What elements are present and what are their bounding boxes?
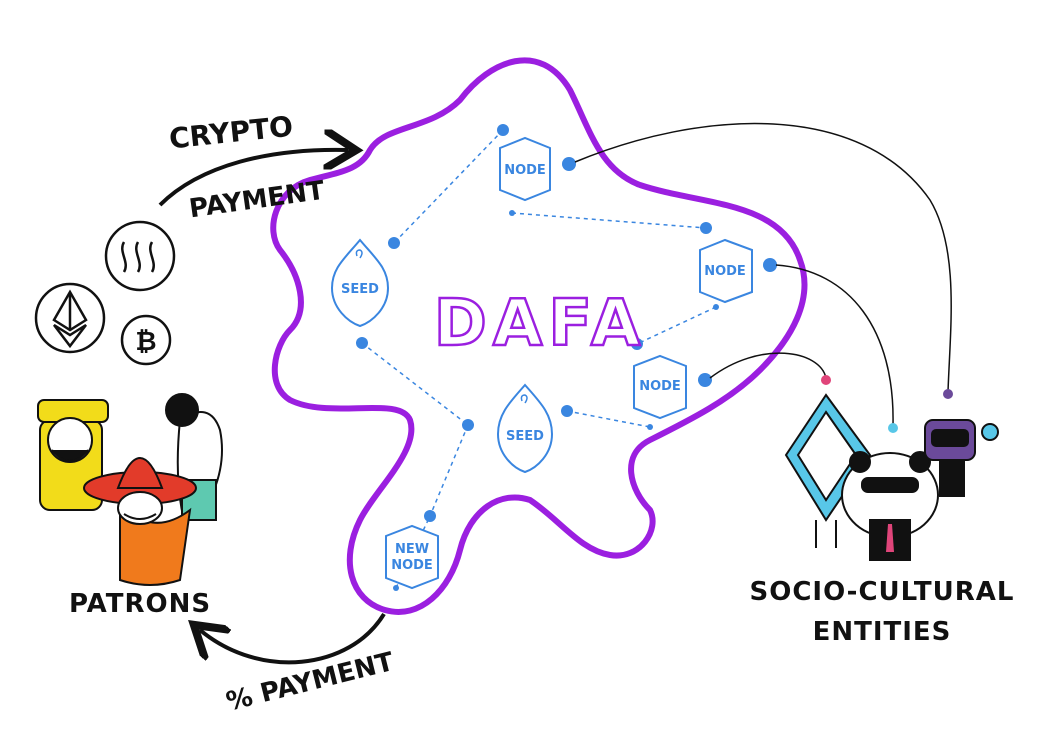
svg-text:₿: ₿ <box>135 327 156 357</box>
ethereum-icon <box>34 282 106 354</box>
node-3[interactable] <box>631 338 712 430</box>
node-3-label: NODE <box>639 379 681 394</box>
dafa-blob <box>270 57 808 615</box>
patrons-label: PATRONS <box>69 589 211 619</box>
seed-1[interactable] <box>330 237 400 349</box>
new-node[interactable] <box>385 510 439 591</box>
seed-2[interactable] <box>462 383 573 474</box>
entities-label-line1: SOCIO-CULTURAL <box>750 577 1015 607</box>
entity-link-dot-teal <box>888 423 898 433</box>
dafa-label: DAFA <box>434 287 647 361</box>
node-2[interactable] <box>699 222 777 310</box>
payment-in-label: PAYMENT <box>187 176 326 225</box>
node-2-label: NODE <box>704 264 746 279</box>
seed-1-label: SEED <box>341 282 379 297</box>
node-1-label: NODE <box>504 163 546 178</box>
steem-icon <box>104 220 176 292</box>
entity-link-dot-pink <box>821 375 831 385</box>
crypto-payment-arrow <box>158 150 348 207</box>
percent-payment-arrow <box>200 612 386 665</box>
bitcoin-icon: ₿ <box>120 314 172 366</box>
patrons-illustration <box>37 393 223 586</box>
new-node-label-line2: NODE <box>391 558 433 573</box>
new-node-label-line1: NEW <box>395 542 429 557</box>
node-1[interactable] <box>497 124 576 216</box>
entity-link-dot-purple <box>943 389 953 399</box>
crypto-label: CRYPTO <box>167 110 294 156</box>
entity-links <box>574 122 952 426</box>
seed-2-label: SEED <box>506 429 544 444</box>
entities-label-line2: ENTITIES <box>813 617 952 647</box>
entities-illustration <box>784 393 999 561</box>
network-links <box>361 129 717 589</box>
